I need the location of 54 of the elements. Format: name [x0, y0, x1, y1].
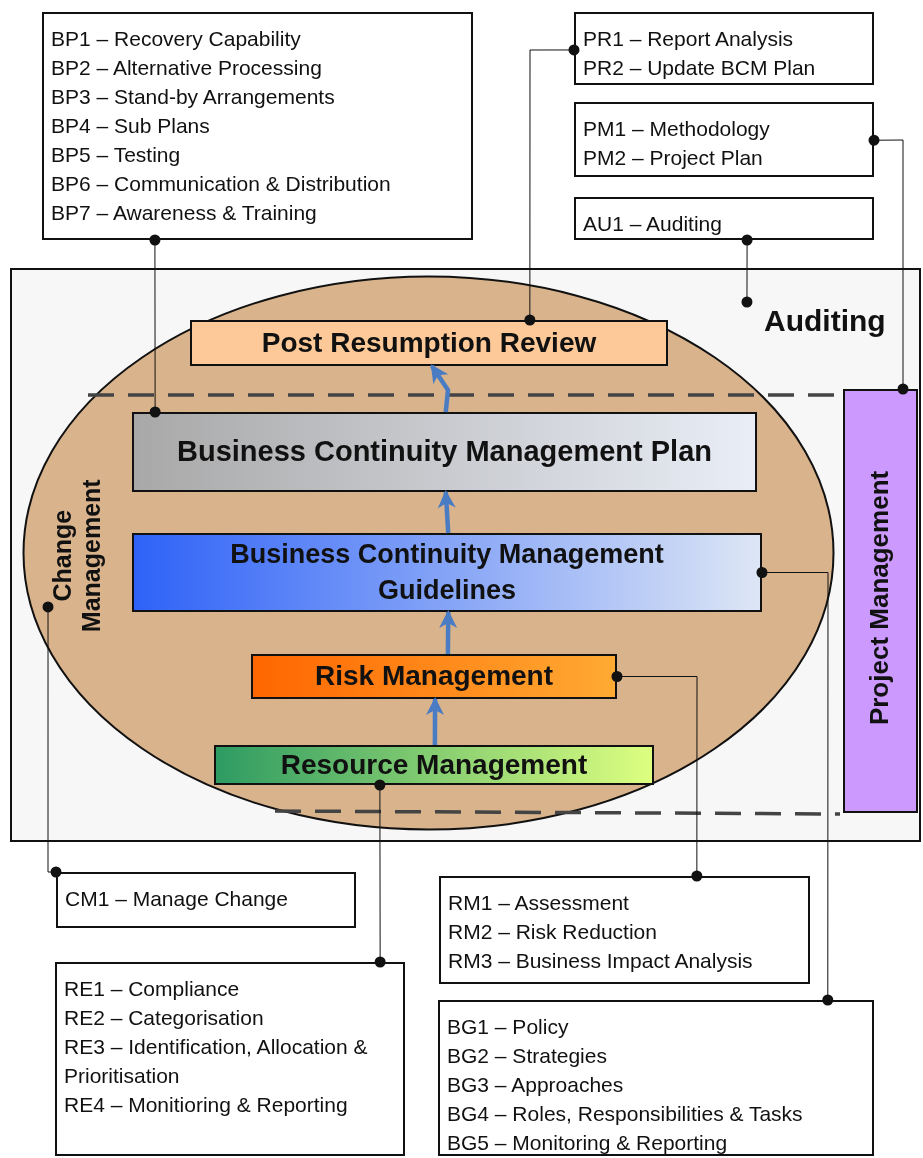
list-item: RM2 – Risk Reduction: [448, 919, 658, 945]
text-box: [574, 12, 874, 85]
arrow: [430, 364, 451, 413]
text-box: [438, 1000, 874, 1156]
text-box: [56, 872, 356, 928]
process-box: Business Continuity Management Guidelines: [132, 533, 762, 612]
text-box: [42, 12, 473, 240]
list-item: CM1 – Manage Change: [65, 886, 289, 912]
list-item: BP7 – Awareness & Training: [51, 200, 318, 226]
list-item: PR1 – Report Analysis: [583, 26, 795, 52]
list-item: AU1 – Auditing: [583, 211, 723, 237]
leader-line: [524, 44, 580, 326]
list-item: BP6 – Communication & Distribution: [51, 171, 392, 197]
leader-line: [374, 779, 386, 968]
text-box: [439, 876, 810, 984]
arrow: [439, 610, 458, 654]
list-item: BG1 – Policy: [447, 1014, 570, 1040]
process-box: Resource Management: [214, 745, 654, 785]
section-label: Auditing: [764, 303, 886, 339]
rotated-label: Change Management: [48, 478, 106, 635]
list-item: PR2 – Update BCM Plan: [583, 55, 817, 81]
vertical-bar: [843, 389, 918, 813]
list-item: BG5 – Monitoring & Reporting: [447, 1130, 729, 1156]
leader-line: [149, 234, 161, 418]
list-item: RM3 – Business Impact Analysis: [448, 948, 754, 974]
rotated-label: Project Management: [865, 469, 895, 728]
list-item: BG4 – Roles, Responsibilities & Tasks: [447, 1101, 804, 1127]
process-box: Business Continuity Management Plan: [132, 412, 757, 492]
arrow: [437, 490, 456, 534]
list-item: BP4 – Sub Plans: [51, 113, 211, 139]
arrow: [426, 697, 444, 745]
list-item: BP2 – Alternative Processing: [51, 55, 323, 81]
leader-line: [611, 671, 703, 882]
list-item: BG2 – Strategies: [447, 1043, 608, 1069]
text-box: [574, 102, 874, 177]
list-item: RE3 – Identification, Allocation & Prioritisation: [64, 1034, 369, 1089]
process-box: Post Resumption Review: [190, 320, 668, 366]
leader-line: [741, 234, 753, 308]
leader-line: [42, 601, 62, 878]
process-box: Risk Management: [251, 654, 617, 699]
list-item: RE2 – Categorisation: [64, 1005, 265, 1031]
list-item: PM2 – Project Plan: [583, 145, 764, 171]
list-item: RE1 – Compliance: [64, 976, 241, 1002]
list-item: BP1 – Recovery Capability: [51, 26, 302, 52]
list-item: BP5 – Testing: [51, 142, 182, 168]
leader-line: [756, 567, 834, 1006]
text-box: [55, 962, 405, 1156]
list-item: RE4 – Monitioring & Reporting: [64, 1092, 349, 1118]
list-item: PM1 – Methodology: [583, 116, 771, 142]
list-item: BG3 – Approaches: [447, 1072, 625, 1098]
list-item: RM1 – Assessment: [448, 890, 630, 916]
leader-line: [868, 134, 909, 395]
list-item: BP3 – Stand-by Arrangements: [51, 84, 336, 110]
text-box: [574, 197, 874, 240]
